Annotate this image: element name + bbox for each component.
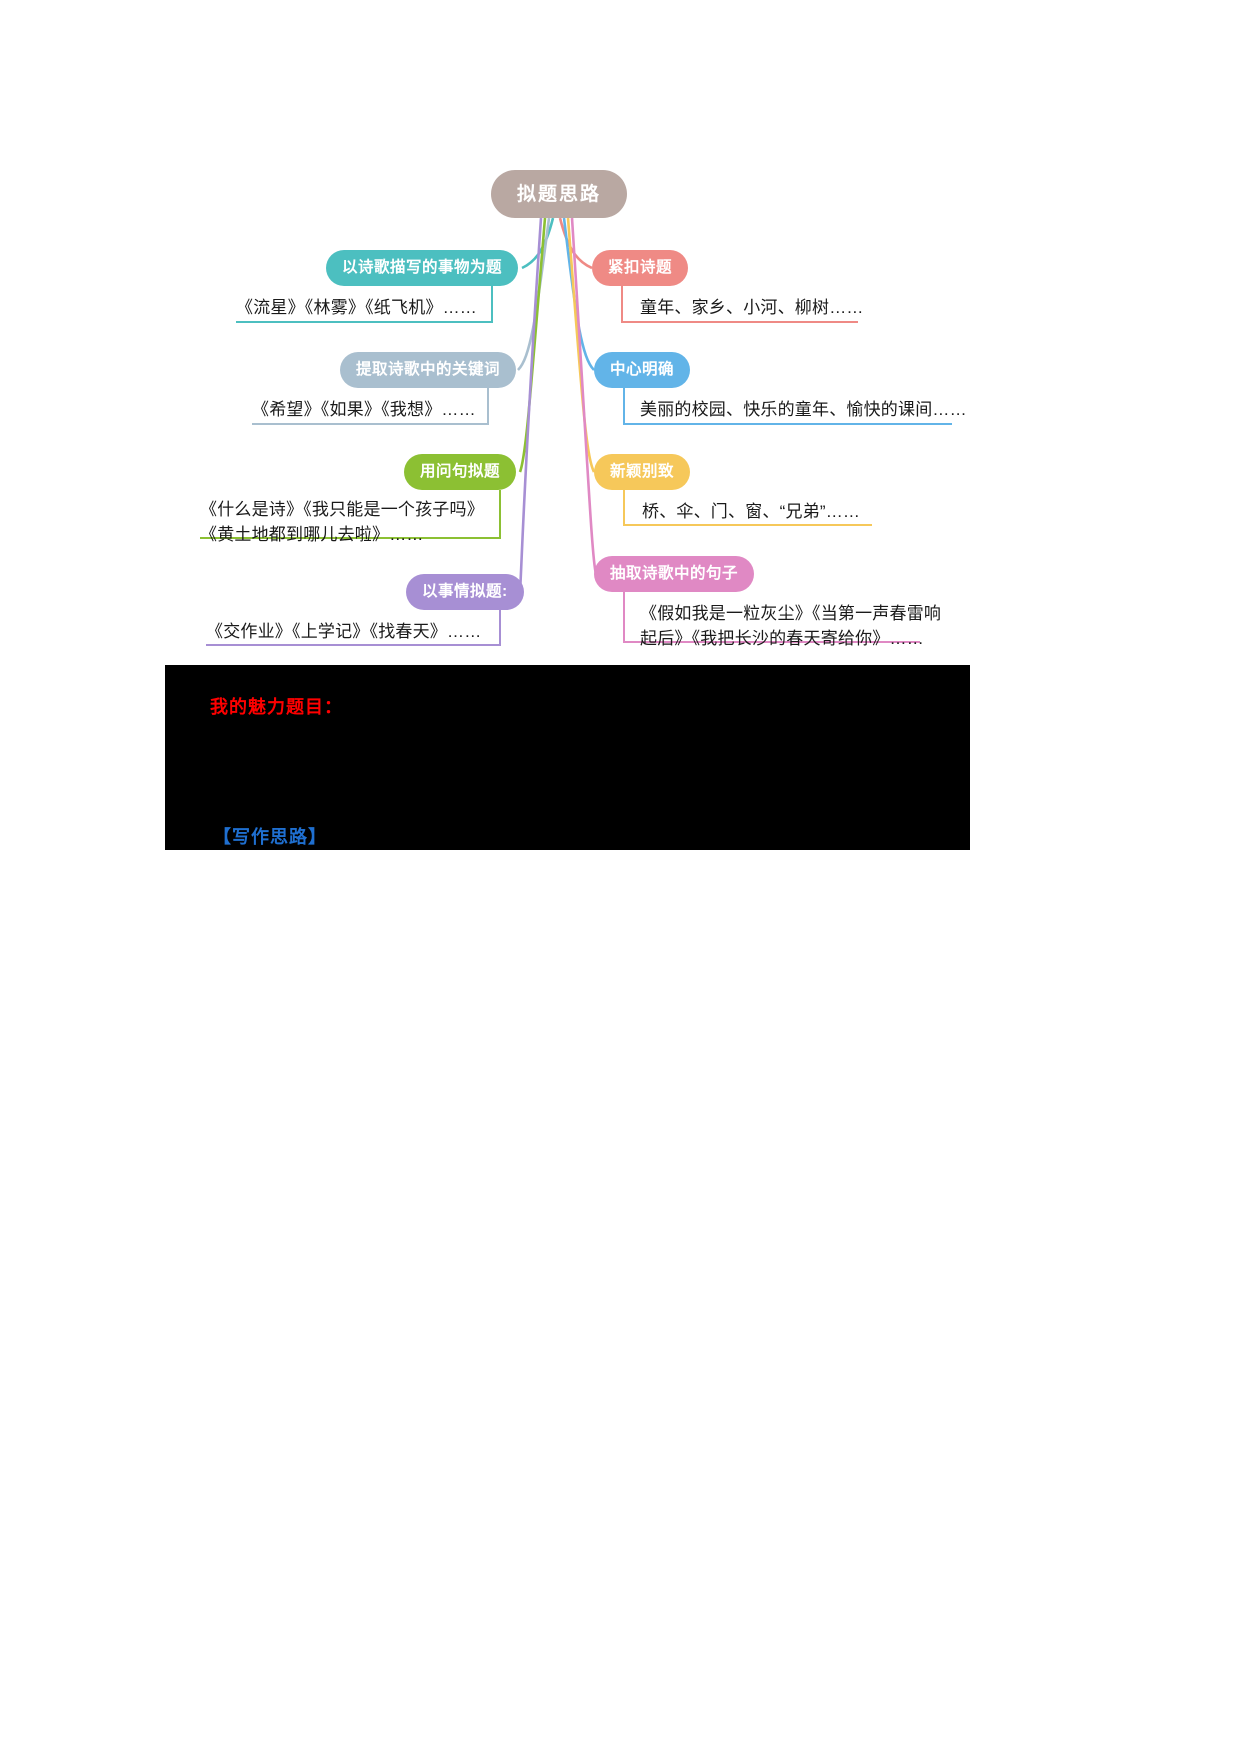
branch-left-3-examples-line1: 《什么是诗》《我只能是一个孩子吗》 [200,500,484,519]
branch-right-3-examples-text: 桥、伞、门、窗、“兄弟”…… [642,502,861,521]
branch-left-3-examples-line2: 《黄土地都到哪儿去啦》…… [200,524,424,544]
branch-right-3[interactable]: 新颖别致 [594,454,691,490]
edge-right-1 [558,217,593,270]
branch-right-4-examples-line1: 《假如我是一粒灰尘》《当第一声春雷响 [640,604,942,623]
branch-right-4-examples-line2: 起后》《我把长沙的春天寄给你》…… [640,628,924,648]
branch-right-4-examples: 《假如我是一粒灰尘》《当第一声春雷响 起后》《我把长沙的春天寄给你》…… [640,602,941,651]
branch-left-2-label: 提取诗歌中的关键词 [356,361,501,379]
edge-right-2 [562,217,595,371]
branch-right-3-label: 新颖别致 [610,463,675,481]
branch-right-1[interactable]: 紧扣诗题 [592,250,689,286]
edge-left-2 [517,217,551,371]
root-node[interactable]: 拟题思路 [491,170,628,218]
mindmap: 拟题思路 以诗歌描写的事物为题 《流星》《林雾》《纸飞机》…… 提取诗歌中的关键… [0,0,1240,680]
edge-left-4 [518,217,543,593]
edge-right-3 [566,217,596,473]
answer-box-title: 我的魅力题目： [210,697,343,717]
branch-right-4-label: 抽取诗歌中的句子 [610,565,739,583]
branch-right-4[interactable]: 抽取诗歌中的句子 [594,556,755,592]
branch-left-4-label: 以事情拟题: [422,583,508,601]
branch-right-2-label: 中心明确 [610,361,675,379]
edge-left-1 [521,217,555,270]
branch-left-2-examples-text: 《希望》《如果》《我想》…… [252,400,476,419]
branch-left-2-examples: 《希望》《如果》《我想》…… [252,398,476,423]
root-node-label: 拟题思路 [517,183,602,205]
branch-left-3[interactable]: 用问句拟题 [404,454,517,490]
branch-left-4-examples-text: 《交作业》《上学记》《找春天》…… [206,622,482,641]
branch-left-2[interactable]: 提取诗歌中的关键词 [340,352,517,388]
branch-left-4-examples: 《交作业》《上学记》《找春天》…… [206,620,481,645]
branch-right-2-examples-text: 美丽的校园、快乐的童年、愉快的课间…… [640,400,967,419]
branch-left-3-label: 用问句拟题 [420,463,501,481]
branch-left-1-label: 以诗歌描写的事物为题 [342,259,503,277]
branch-left-1[interactable]: 以诗歌描写的事物为题 [326,250,519,286]
branch-right-3-examples: 桥、伞、门、窗、“兄弟”…… [642,500,860,525]
branch-left-1-examples-text: 《流星》《林雾》《纸飞机》…… [236,298,477,317]
branch-left-3-examples: 《什么是诗》《我只能是一个孩子吗》 《黄土地都到哪儿去啦》…… [200,498,484,547]
branch-right-2-examples: 美丽的校园、快乐的童年、愉快的课间…… [640,398,967,423]
branch-right-1-label: 紧扣诗题 [608,259,673,277]
edge-left-3 [518,217,547,473]
branch-left-1-examples: 《流星》《林雾》《纸飞机》…… [236,296,477,321]
branch-right-2[interactable]: 中心明确 [594,352,691,388]
answer-box-subtitle: 【写作思路】 [213,827,327,847]
answer-box[interactable]: 我的魅力题目： 【写作思路】 [165,665,970,850]
branch-right-1-examples-text: 童年、家乡、小河、柳树…… [640,298,864,317]
branch-left-4[interactable]: 以事情拟题: [406,574,524,610]
branch-right-1-examples: 童年、家乡、小河、柳树…… [640,296,864,321]
